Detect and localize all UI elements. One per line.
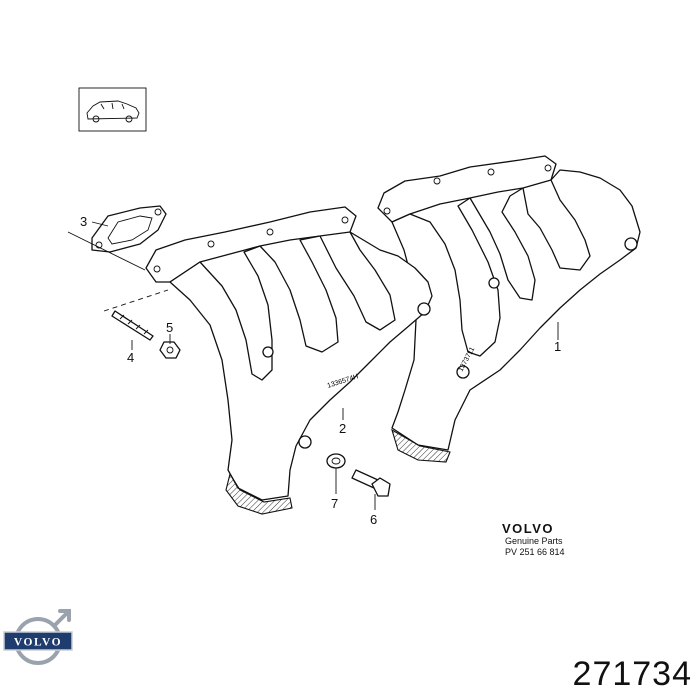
volvo-logo: VOLVO [3,609,73,665]
gasket [91,205,167,253]
callout-2: 2 [339,421,346,436]
logo-wordmark: VOLVO [14,637,62,649]
callout-5: 5 [166,320,173,335]
washer [326,453,346,469]
callout-1: 1 [554,339,561,354]
stud [111,310,154,341]
exhaust-manifold-2: 1336574H [145,206,433,515]
stamp-brand: VOLVO [502,521,554,536]
nut [159,341,181,359]
mounting-dashed-line [103,289,169,312]
stamp-code: PV 251 66 814 [505,547,565,557]
bolt [351,469,391,497]
callout-4: 4 [127,350,134,365]
exhaust-manifold-1: 1373711 [377,155,641,463]
stamp-subtitle: Genuine Parts [505,536,563,546]
callout-7: 7 [331,496,338,511]
genuine-parts-stamp: VOLVO Genuine Parts PV 251 66 814 [502,521,565,557]
callout-6: 6 [370,512,377,527]
part-number: 271734 [572,655,692,693]
vehicle-thumbnail [78,87,147,132]
leader-lines [67,221,559,510]
callout-3: 3 [80,214,87,229]
